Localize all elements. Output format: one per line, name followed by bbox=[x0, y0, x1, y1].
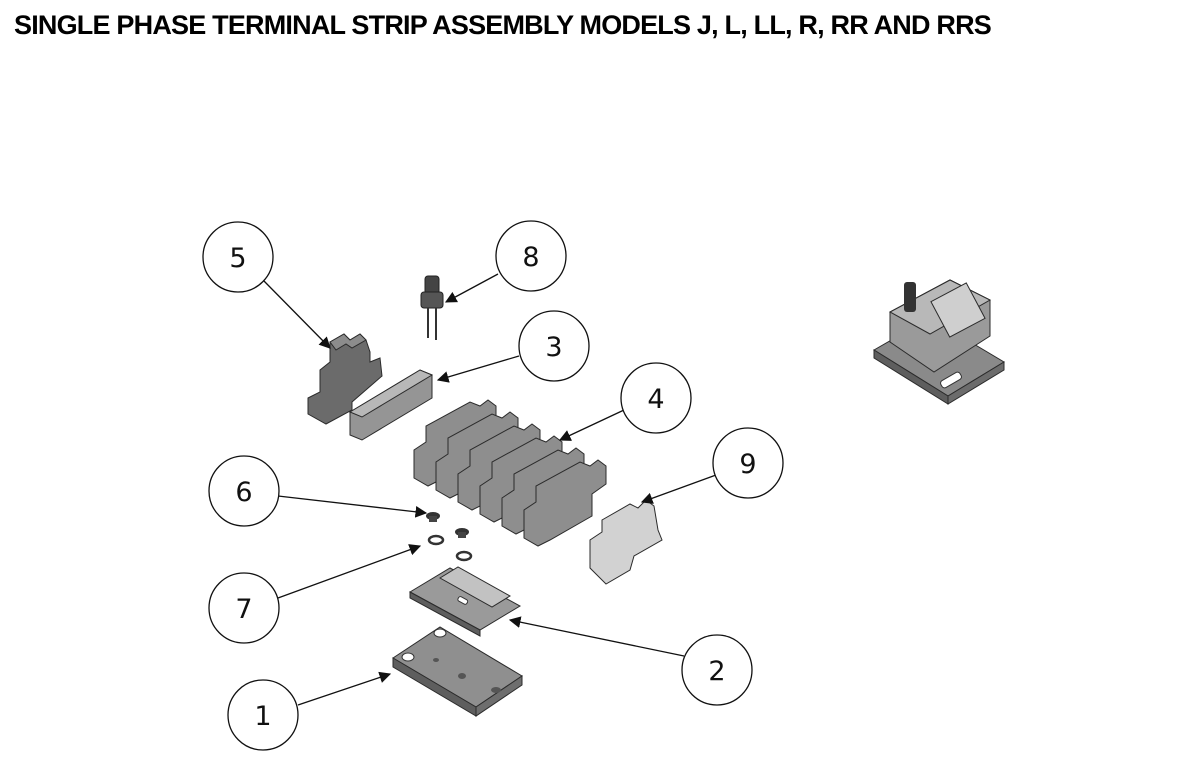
part-din-rail bbox=[408, 566, 522, 637]
part-washers bbox=[427, 534, 473, 562]
callout-2-label: 2 bbox=[708, 656, 725, 687]
callout-9: 9 bbox=[712, 427, 784, 499]
page-title: SINGLE PHASE TERMINAL STRIP ASSEMBLY MOD… bbox=[14, 10, 992, 40]
part-base-plate bbox=[392, 626, 523, 717]
callout-6: 6 bbox=[208, 455, 280, 527]
assembled-view bbox=[873, 279, 1005, 405]
callout-2: 2 bbox=[681, 634, 753, 706]
callout-4-label: 4 bbox=[647, 384, 664, 415]
callout-6-label: 6 bbox=[235, 477, 252, 508]
callout-5: 5 bbox=[202, 221, 274, 293]
callout-8-label: 8 bbox=[522, 242, 539, 273]
callout-3-label: 3 bbox=[545, 332, 562, 363]
callout-4: 4 bbox=[620, 362, 692, 434]
part-indicator-light bbox=[420, 275, 444, 340]
part-end-cover bbox=[348, 369, 434, 441]
callout-5-label: 5 bbox=[229, 243, 246, 274]
callout-3: 3 bbox=[518, 310, 590, 382]
leader-lines bbox=[262, 273, 717, 706]
callout-8: 8 bbox=[495, 220, 567, 292]
callout-7: 7 bbox=[208, 572, 280, 644]
callout-1: 1 bbox=[227, 679, 299, 751]
part-screws bbox=[426, 512, 469, 538]
terminal-block bbox=[523, 459, 607, 547]
part-dark-terminal-block bbox=[307, 333, 383, 425]
part-terminal-blocks bbox=[413, 399, 607, 547]
callout-1-label: 1 bbox=[254, 701, 271, 732]
part-end-stop bbox=[589, 499, 663, 585]
callout-7-label: 7 bbox=[235, 594, 252, 625]
callout-9-label: 9 bbox=[739, 449, 756, 480]
